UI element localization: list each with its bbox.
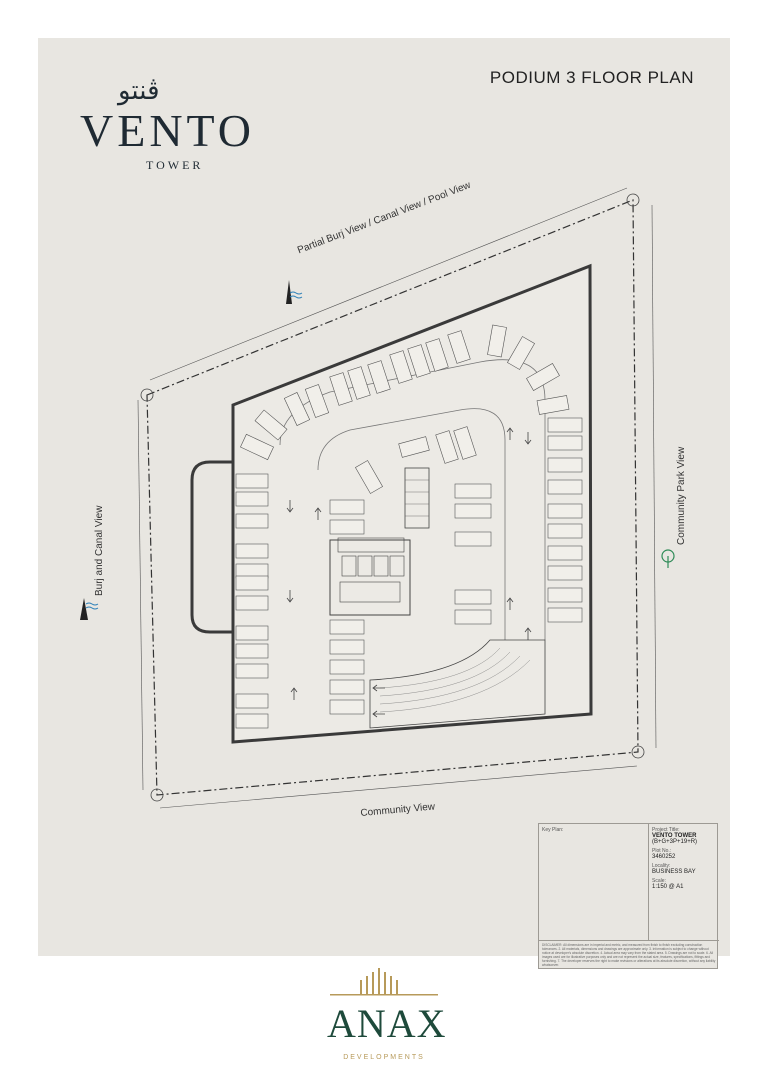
project-title-caption: Project Title: (652, 827, 680, 833)
ramp-area (369, 639, 546, 729)
plot-corner-marker (150, 788, 164, 802)
lift-2 (357, 555, 373, 577)
parking-north (240, 324, 570, 461)
project-title: VENTO TOWER (652, 833, 697, 839)
scale: 1:150 @ A1 (652, 884, 684, 890)
plot-caption: Plot No.: (652, 848, 672, 854)
scale-caption: Scale: (652, 878, 666, 884)
core-block (329, 539, 411, 616)
brand-name: VENTO (80, 105, 256, 156)
parking-west (235, 473, 269, 729)
burj-icon-north (286, 280, 292, 304)
plan-title: PODIUM 3 FLOOR PLAN (489, 68, 694, 87)
developer-subtitle: DEVELOPMENTS (343, 1054, 425, 1061)
key-plan-panel: Key Plan: (539, 824, 649, 940)
plot-number: 3460252 (652, 854, 676, 860)
west-view-label: Burj and Canal View (94, 505, 105, 596)
stair-north (404, 467, 430, 529)
lift-1 (341, 555, 357, 577)
key-plan-label: Key Plan: (542, 827, 564, 833)
west-bump (190, 460, 233, 634)
dimension-line (651, 204, 657, 749)
title-block: Key Plan: Project Title: VENTO TOWER (B+… (538, 823, 719, 970)
locality-caption: Locality: (652, 863, 671, 869)
stair-core (339, 581, 401, 603)
parking-center-west (329, 499, 365, 715)
plot-boundary (146, 199, 639, 796)
project-info-panel: Project Title: VENTO TOWER (B+G+3P+19+R)… (649, 824, 719, 940)
parking-east (547, 417, 583, 623)
plot-corner-marker (626, 193, 640, 207)
water-icon-west (85, 602, 99, 610)
plot-corner-marker (140, 388, 154, 402)
lift-3 (373, 555, 389, 577)
tree-icon-east (661, 549, 675, 568)
lift-lobby (337, 537, 405, 553)
dimension-line (159, 765, 638, 809)
traffic-arrows (286, 427, 532, 718)
brand-subtitle: TOWER (146, 158, 204, 172)
disclaimer-text: DISCLAIMER: All dimensions are in imperi… (539, 940, 719, 970)
developer-logo-bars (330, 968, 438, 996)
dimension-line (149, 187, 628, 381)
plot-corner-marker (631, 745, 645, 759)
parking-center-east (454, 483, 492, 625)
developer-name: ANAX (327, 1001, 447, 1046)
east-view-label: Community Park View (676, 446, 687, 545)
brand-arabic-name: ڤنتو (118, 76, 160, 106)
water-icon-north (289, 291, 303, 299)
driveway-inner (317, 408, 506, 640)
locality: BUSINESS BAY (652, 869, 696, 875)
lift-4 (389, 555, 405, 577)
parking-inner (355, 426, 477, 494)
dimension-line (137, 399, 144, 791)
project-config: (B+G+3P+19+R) (652, 839, 698, 845)
burj-icon-west (80, 598, 88, 620)
